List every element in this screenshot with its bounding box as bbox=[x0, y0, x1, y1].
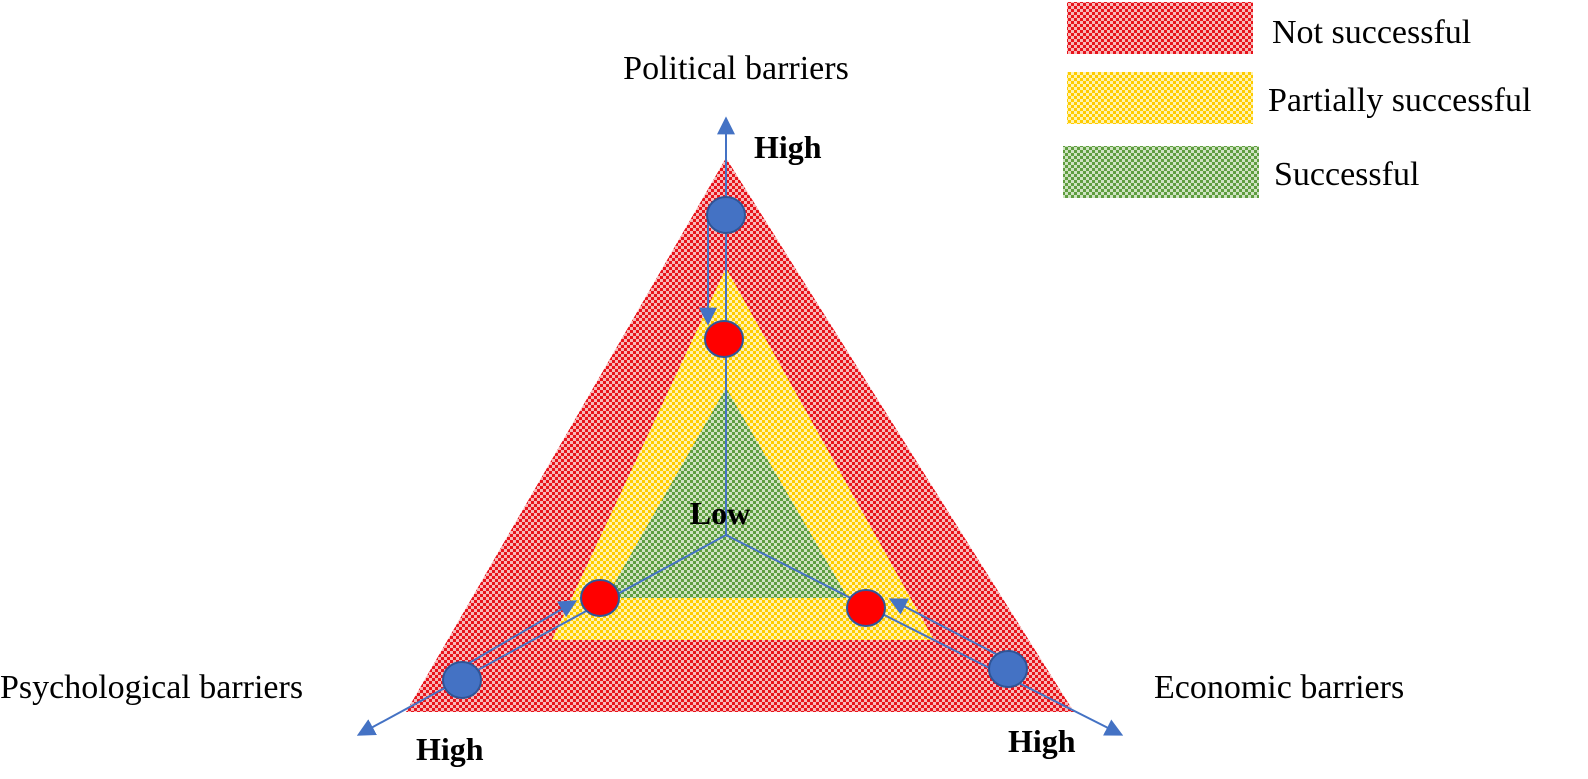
psychological-axis bbox=[356, 534, 727, 736]
legend-swatch-successful bbox=[1063, 146, 1259, 198]
economic-high-marker bbox=[988, 650, 1028, 688]
legend-label-successful: Successful bbox=[1274, 156, 1419, 193]
psychological-high-label: High bbox=[416, 731, 484, 767]
legend-label-not-successful: Not successful bbox=[1272, 14, 1471, 51]
center-low-label: Low bbox=[690, 495, 750, 531]
psychological-shift-arrow bbox=[463, 600, 578, 667]
psychological-high-marker bbox=[442, 661, 482, 699]
psychological-reduced-marker bbox=[580, 579, 620, 617]
psychological-axis-label: Psychological barriers bbox=[0, 669, 303, 706]
economic-reduced-marker bbox=[846, 589, 886, 627]
economic-axis bbox=[725, 534, 1124, 736]
political-high-marker bbox=[706, 196, 746, 234]
economic-high-label: High bbox=[1008, 723, 1076, 759]
economic-axis-label: Economic barriers bbox=[1154, 669, 1404, 706]
legend: Not successful Partially successful Succ… bbox=[1063, 2, 1531, 198]
legend-label-partially-successful: Partially successful bbox=[1268, 82, 1531, 119]
political-reduced-marker bbox=[704, 320, 744, 358]
legend-swatch-partially-successful bbox=[1067, 72, 1253, 124]
economic-shift-arrow bbox=[888, 598, 1001, 657]
legend-swatch-not-successful bbox=[1067, 2, 1253, 54]
political-axis-label: Political barriers bbox=[623, 50, 849, 87]
political-high-label: High bbox=[754, 129, 822, 165]
